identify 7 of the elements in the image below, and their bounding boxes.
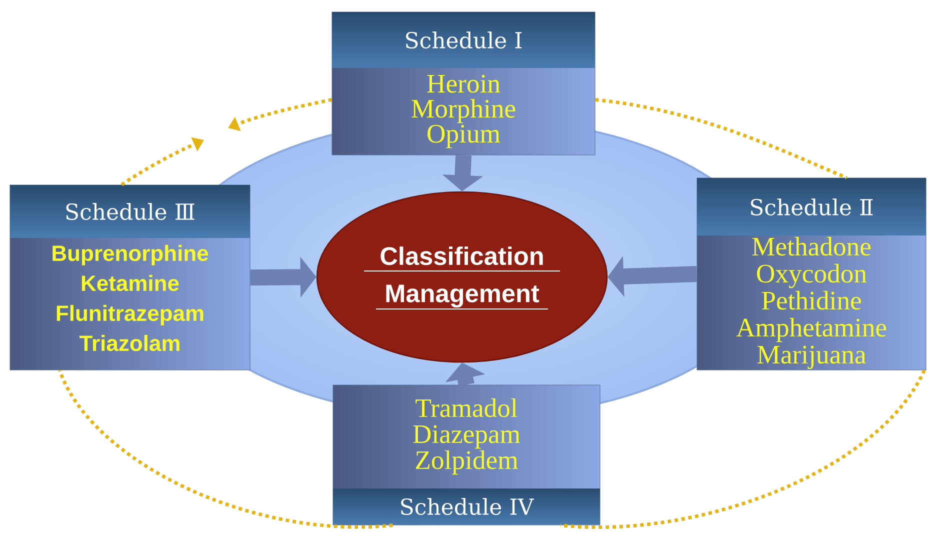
schedule-box: Schedule Ⅰ Heroin Morphine Opium xyxy=(332,12,596,156)
schedule-box: Tramadol Diazepam Zolpidem Schedule IV xyxy=(332,384,600,526)
dotted-line xyxy=(58,370,393,529)
dotted-line xyxy=(560,369,926,529)
dotted-line xyxy=(595,98,848,180)
schedule-box: Schedule Ⅲ Buprenorphine Ketamine Flunitrazepam Triazolam xyxy=(10,184,250,370)
schedule-box: Schedule Ⅱ Methadone Oxycodon Pethidine Amphetamine Marijuana xyxy=(696,178,926,370)
